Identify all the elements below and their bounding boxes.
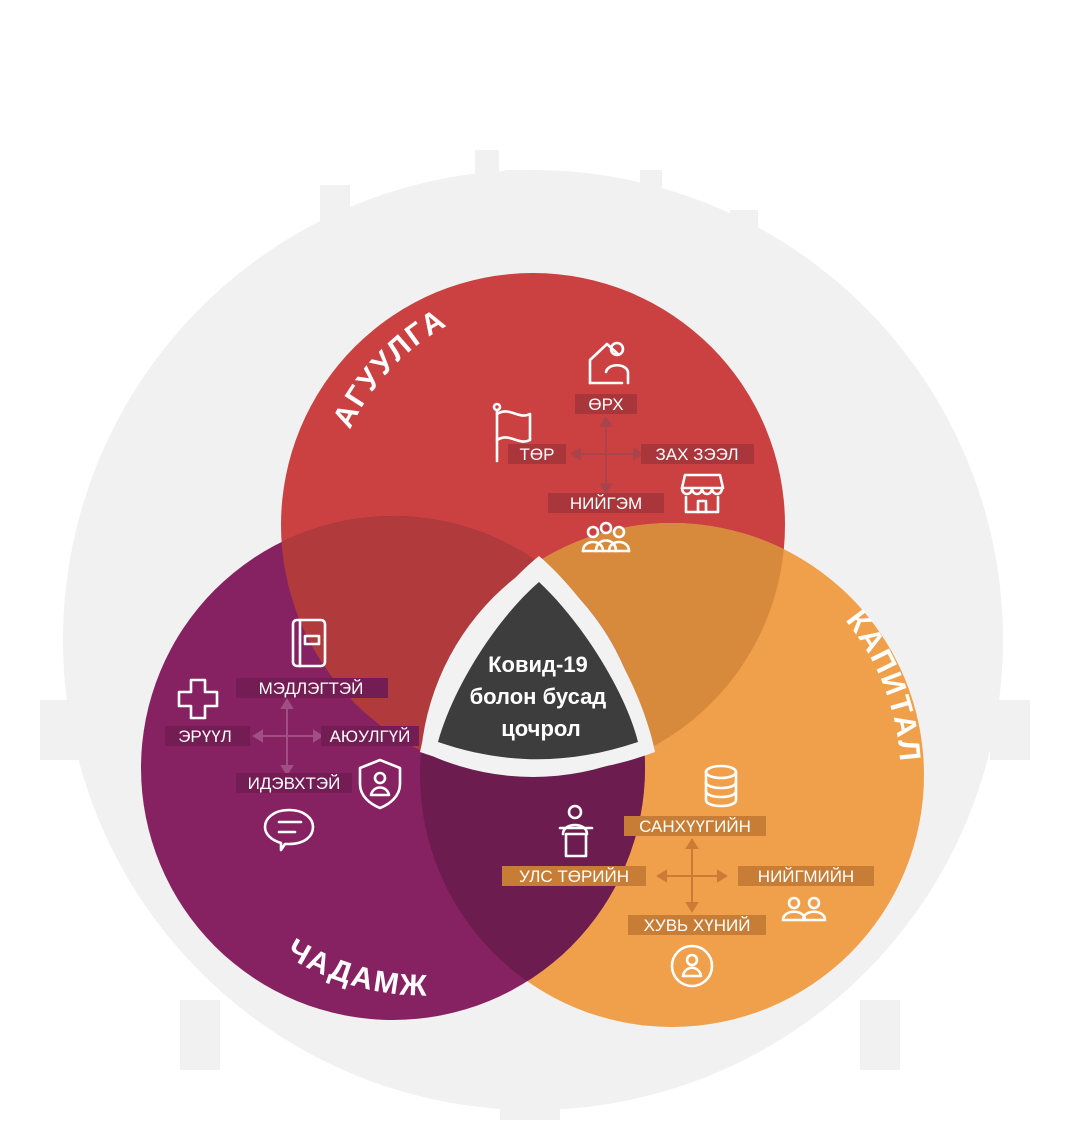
capacity-label-right-bg xyxy=(321,726,419,746)
content-label-top: ӨРХ xyxy=(588,395,623,414)
capacity-label-top-bg xyxy=(236,678,388,698)
content-label-left-bg xyxy=(508,444,566,464)
center-line-2: болон бусад xyxy=(470,684,607,709)
book-icon xyxy=(291,618,327,668)
capacity-cross-arrows xyxy=(252,698,324,776)
content-label-left: ТӨР xyxy=(520,445,555,464)
capacity-label-bottom: ИДЭВХТЭЙ xyxy=(248,774,341,793)
content-label-bottom: НИЙГЭМ xyxy=(570,494,642,513)
capital-label-left: УЛС ТӨРИЙН xyxy=(519,867,629,886)
shield-person-icon xyxy=(358,758,402,810)
capital-label-left-bg xyxy=(502,866,646,886)
speech-bubble-icon xyxy=(263,808,315,852)
capacity-label-bottom-bg xyxy=(236,773,352,793)
flag-icon xyxy=(492,402,532,463)
capital-label-right-bg xyxy=(738,866,874,886)
center-triangle xyxy=(438,582,638,760)
center-text: Ковид-19 болон бусад цочрол xyxy=(470,652,613,741)
capital-label-bottom-bg xyxy=(628,915,766,935)
center-line-3: цочрол xyxy=(501,716,581,741)
capacity-label-left: ЭРҮҮЛ xyxy=(178,727,232,746)
capital-label-right: НИЙГМИЙН xyxy=(758,867,854,886)
group-icon xyxy=(581,521,631,553)
capital-label-top: САНХҮҮГИЙН xyxy=(639,817,751,836)
speaker-podium-icon xyxy=(558,804,594,858)
content-label-right-bg xyxy=(641,444,754,464)
people-pair-icon xyxy=(781,896,827,922)
capacity-label-top: МЭДЛЭГТЭЙ xyxy=(259,679,364,698)
content-label-top-bg xyxy=(575,394,637,414)
database-icon xyxy=(704,764,738,808)
capital-cross-arrows xyxy=(656,838,728,913)
capital-label-top-bg xyxy=(624,816,766,836)
shop-icon xyxy=(680,473,725,514)
capital-label-bottom: ХУВЬ ХҮНИЙ xyxy=(644,916,751,935)
content-cross-arrows xyxy=(570,416,644,494)
capacity-label-left-bg xyxy=(165,726,250,746)
content-label-right: ЗАХ ЗЭЭЛ xyxy=(656,445,739,464)
content-label-bottom-bg xyxy=(548,493,664,513)
medical-cross-icon xyxy=(177,678,219,720)
capacity-label-right: АЮУЛГҮЙ xyxy=(330,727,411,746)
center-line-1: Ковид-19 xyxy=(488,652,588,677)
person-circle-icon xyxy=(670,944,714,988)
house-person-icon xyxy=(588,341,630,385)
